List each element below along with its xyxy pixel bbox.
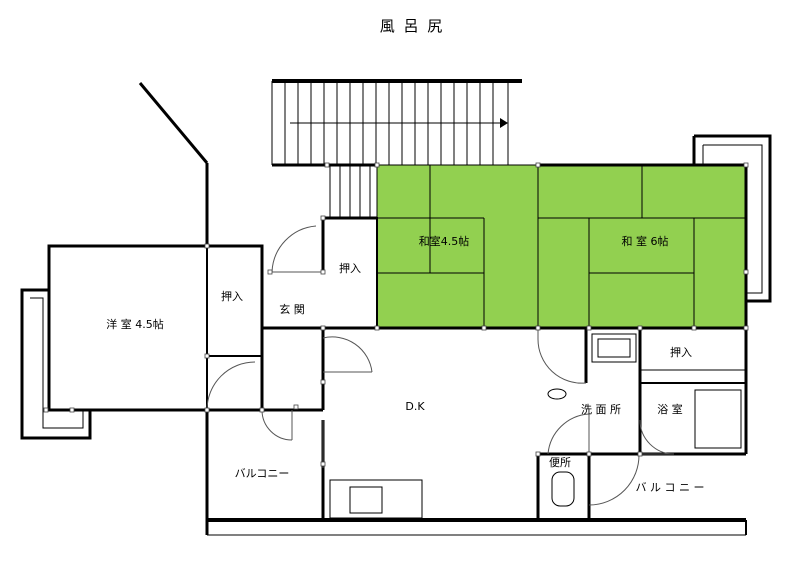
washitsu-45-floor	[376, 164, 539, 329]
room-label-dk: D.K	[405, 400, 425, 413]
room-label-oshiire-east: 押入	[670, 345, 692, 359]
room-label-washitsu-45: 和室4.5帖	[419, 234, 470, 248]
joint-markers	[43, 162, 749, 467]
room-label-oshiire-center: 押入	[339, 261, 361, 275]
room-labels: 洋 室 4.5帖 押入 玄 関 押入 和室4.5帖 和 室 6帖 D.K 押入 …	[106, 234, 704, 494]
room-label-benjo: 便所	[549, 456, 571, 469]
plan-title: 風 呂 尻	[380, 17, 445, 35]
room-label-oshiire-west: 押入	[221, 289, 243, 303]
tatami-area	[376, 164, 747, 329]
room-label-balcony-east: バ ル コ ニ ー	[636, 481, 705, 494]
room-label-balcony-west: バルコニー	[235, 467, 290, 480]
walls	[20, 82, 772, 536]
bathtub	[694, 389, 742, 449]
room-label-genkan: 玄 関	[279, 302, 305, 316]
kitchen-sink	[329, 479, 423, 519]
toilet	[551, 471, 575, 507]
room-label-senmenjo: 洗 面 所	[581, 403, 621, 416]
fixtures	[329, 333, 742, 519]
room-label-yokushitsu: 浴 室	[657, 402, 683, 416]
wash-basin	[591, 333, 637, 363]
room-label-washitsu-6: 和 室 6帖	[622, 234, 669, 248]
room-label-yoshitsu: 洋 室 4.5帖	[106, 317, 164, 331]
